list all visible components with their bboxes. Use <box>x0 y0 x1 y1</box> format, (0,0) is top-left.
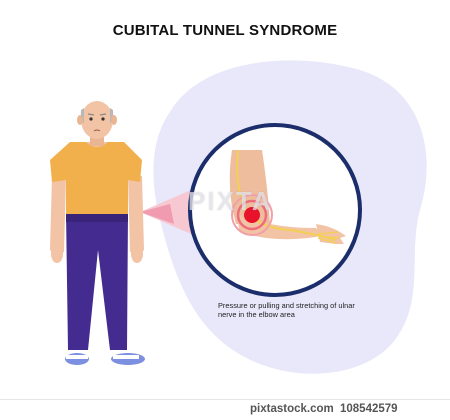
footer-bar: pixtastock.com 108542579 <box>0 399 450 420</box>
left-arm <box>50 176 66 256</box>
magnified-elbow-view <box>188 123 362 297</box>
pants <box>66 212 128 350</box>
footer-image-number: 108542579 <box>340 403 398 415</box>
head <box>81 101 113 139</box>
footer-brand: pixtastock.com <box>250 403 334 415</box>
right-arm <box>128 176 144 256</box>
watermark-text: PIXTA <box>188 186 273 216</box>
shirt <box>50 142 142 214</box>
caption: Pressure or pulling and stretching of ul… <box>218 301 355 319</box>
forearm <box>236 214 322 240</box>
illustration <box>50 60 427 374</box>
page-title: CUBITAL TUNNEL SYNDROME <box>112 22 338 39</box>
upper-arm <box>229 150 270 224</box>
patient-figure <box>50 101 145 365</box>
pain-point-icon <box>231 194 273 236</box>
